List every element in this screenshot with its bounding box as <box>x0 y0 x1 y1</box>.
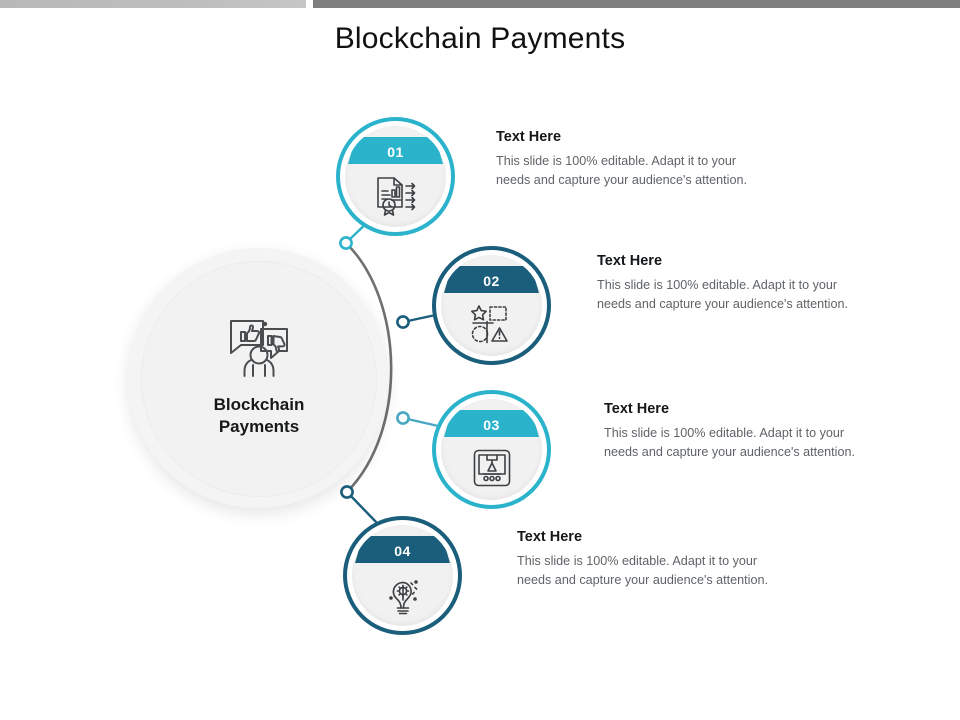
step-heading-01: Text Here <box>496 129 562 145</box>
step-ring-04 <box>343 516 462 635</box>
step-ring-02 <box>432 246 551 365</box>
step-text-04: Text Here This slide is 100% editable. A… <box>517 529 787 590</box>
step-body-02: This slide is 100% editable. Adapt it to… <box>597 278 848 311</box>
top-accent-bar <box>0 0 960 8</box>
step-body-04: This slide is 100% editable. Adapt it to… <box>517 554 768 587</box>
step-disc-04: 04 <box>352 525 453 626</box>
step-number-02: 02 <box>483 272 500 289</box>
step-body-03: This slide is 100% editable. Adapt it to… <box>604 426 855 459</box>
step-text-03: Text Here This slide is 100% editable. A… <box>604 401 874 462</box>
hub-label-line2: Payments <box>218 416 300 436</box>
step-banner-shape-01 <box>348 137 443 164</box>
lightbulb-gear-innovation-icon <box>352 574 453 616</box>
step-disc-01: 01 <box>345 126 446 227</box>
step-text-01: Text Here This slide is 100% editable. A… <box>496 129 766 190</box>
hub-label-line1: Blockchain <box>213 395 305 415</box>
step-heading-02: Text Here <box>597 253 663 269</box>
connector-node-02 <box>396 315 410 329</box>
step-circle-02[interactable]: 02 <box>432 246 551 365</box>
step-number-03: 03 <box>483 416 500 433</box>
top-accent-bar-right <box>313 0 960 8</box>
step-ring-01 <box>336 117 455 236</box>
top-accent-bar-left <box>0 0 306 8</box>
3d-printer-icon <box>441 448 542 488</box>
step-banner-shape-03 <box>444 410 539 437</box>
step-number-04: 04 <box>394 542 411 559</box>
step-heading-04: Text Here <box>517 529 583 545</box>
document-report-arrows-icon <box>345 175 446 217</box>
step-number-01: 01 <box>387 143 404 160</box>
step-body-01: This slide is 100% editable. Adapt it to… <box>496 154 747 187</box>
step-ring-03 <box>432 390 551 509</box>
step-heading-03: Text Here <box>604 401 670 417</box>
step-circle-01[interactable]: 01 <box>336 117 455 236</box>
shapes-puzzle-icon <box>441 304 542 346</box>
hub-inner-circle[interactable]: Blockchain Payments <box>141 261 377 497</box>
step-disc-02: 02 <box>441 255 542 356</box>
step-circle-04[interactable]: 04 <box>343 516 462 635</box>
connector-node-01 <box>339 236 353 250</box>
slide-title: Blockchain Payments <box>334 22 626 55</box>
step-banner-shape-02 <box>444 266 539 293</box>
feedback-speech-bubbles-icon <box>225 315 293 382</box>
connector-spoke-04 <box>345 490 380 526</box>
hub-label: Blockchain Payments <box>214 394 305 437</box>
connector-node-03 <box>396 411 410 425</box>
step-banner-shape-04 <box>355 536 450 563</box>
step-circle-03[interactable]: 03 <box>432 390 551 509</box>
step-text-02: Text Here This slide is 100% editable. A… <box>597 253 867 314</box>
connector-node-04 <box>340 485 354 499</box>
step-disc-03: 03 <box>441 399 542 500</box>
